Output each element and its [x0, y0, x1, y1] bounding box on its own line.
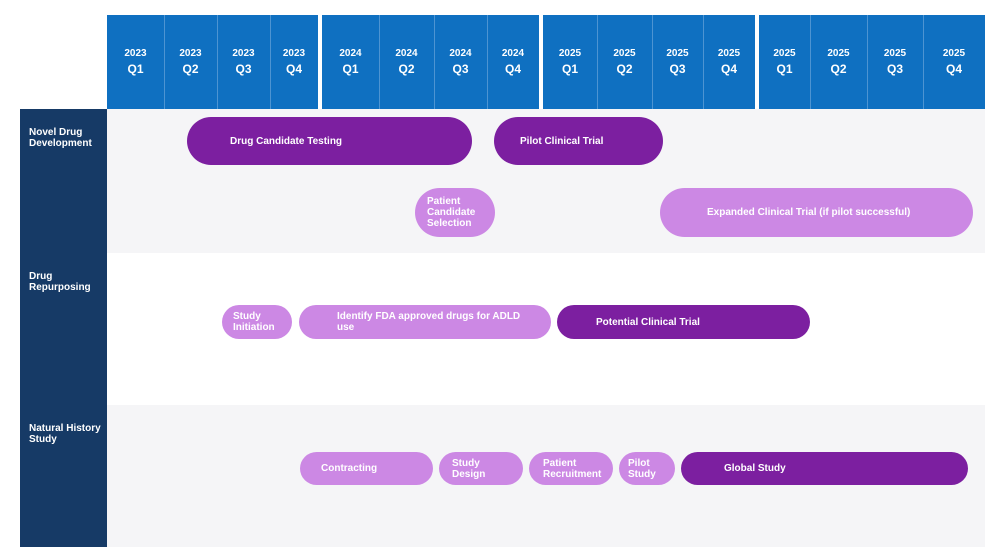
bar-global-study[interactable]: Global Study	[681, 452, 968, 485]
year-separator	[539, 15, 543, 109]
bar-patient-recruitment[interactable]: Patient Recruitment	[529, 452, 613, 485]
quarter-year: 2025	[883, 48, 907, 59]
quarter-divider	[810, 15, 811, 109]
quarter-label: Q1	[561, 62, 578, 76]
bar-pilot-study[interactable]: Pilot Study	[619, 452, 675, 485]
quarter-year: 2025	[773, 48, 796, 59]
bar-pilot-clinical-trial[interactable]: Pilot Clinical Trial	[494, 117, 663, 165]
header-corner	[20, 15, 107, 109]
quarter-label: Q4	[720, 62, 737, 76]
quarter-divider	[379, 15, 380, 109]
bar-study-initiation[interactable]: Study Initiation	[222, 305, 292, 339]
bar-drug-candidate-testing[interactable]: Drug Candidate Testing	[187, 117, 472, 165]
quarter-label: Q4	[285, 62, 302, 76]
quarter-year: 2025	[558, 48, 582, 59]
quarter-year: 2025	[666, 48, 689, 59]
quarter-label: Q1	[776, 62, 793, 76]
bar-potential-clinical-trial[interactable]: Potential Clinical Trial	[557, 305, 810, 339]
quarter-divider	[434, 15, 435, 109]
quarter-label: Q2	[616, 62, 633, 76]
quarter-label: Q1	[127, 62, 144, 76]
row-label-drug-repurposing: Drug Repurposing	[29, 271, 91, 293]
quarter-label: Q2	[830, 62, 847, 76]
quarter-divider	[270, 15, 271, 109]
quarter-label: Q4	[945, 62, 962, 76]
bar-patient-candidate-selection[interactable]: Patient Candidate Selection	[415, 188, 495, 237]
quarter-label: Q2	[398, 62, 415, 76]
bar-study-design[interactable]: Study Design	[439, 452, 523, 485]
quarter-year: 2023	[232, 48, 255, 59]
bar-identify-fda-drugs[interactable]: Identify FDA approved drugs for ADLD use	[299, 305, 551, 339]
quarter-divider	[867, 15, 868, 109]
quarter-divider	[597, 15, 598, 109]
quarter-divider	[923, 15, 924, 109]
quarter-year: 2024	[395, 48, 418, 59]
year-separator	[755, 15, 759, 109]
quarter-year: 2023	[124, 48, 147, 59]
quarter-year: 2025	[827, 48, 850, 59]
row-label-novel-drug-development: Novel Drug Development	[29, 127, 92, 149]
quarter-year: 2024	[501, 48, 525, 59]
quarter-label: Q3	[235, 62, 252, 76]
quarter-divider	[487, 15, 488, 109]
quarter-divider	[652, 15, 653, 109]
quarter-year: 2023	[179, 48, 202, 59]
quarter-label: Q1	[342, 62, 359, 76]
quarter-divider	[703, 15, 704, 109]
row-label-column	[20, 109, 107, 547]
quarter-label: Q4	[504, 62, 521, 76]
quarter-divider	[217, 15, 218, 109]
quarter-year: 2023	[282, 48, 306, 59]
quarter-label: Q3	[452, 62, 469, 76]
quarter-year: 2025	[717, 48, 741, 59]
quarter-label: Q2	[182, 62, 199, 76]
bar-expanded-clinical-trial[interactable]: Expanded Clinical Trial (if pilot succes…	[660, 188, 973, 237]
quarter-label: Q3	[669, 62, 686, 76]
quarter-divider	[164, 15, 165, 109]
quarter-year: 2024	[339, 48, 362, 59]
bar-contracting[interactable]: Contracting	[300, 452, 433, 485]
quarter-year: 2025	[613, 48, 636, 59]
quarter-label: Q3	[886, 62, 903, 76]
year-separator	[318, 15, 322, 109]
quarter-year: 2025	[942, 48, 966, 59]
quarter-year: 2024	[449, 48, 472, 59]
row-label-natural-history-study: Natural History Study	[29, 423, 101, 445]
